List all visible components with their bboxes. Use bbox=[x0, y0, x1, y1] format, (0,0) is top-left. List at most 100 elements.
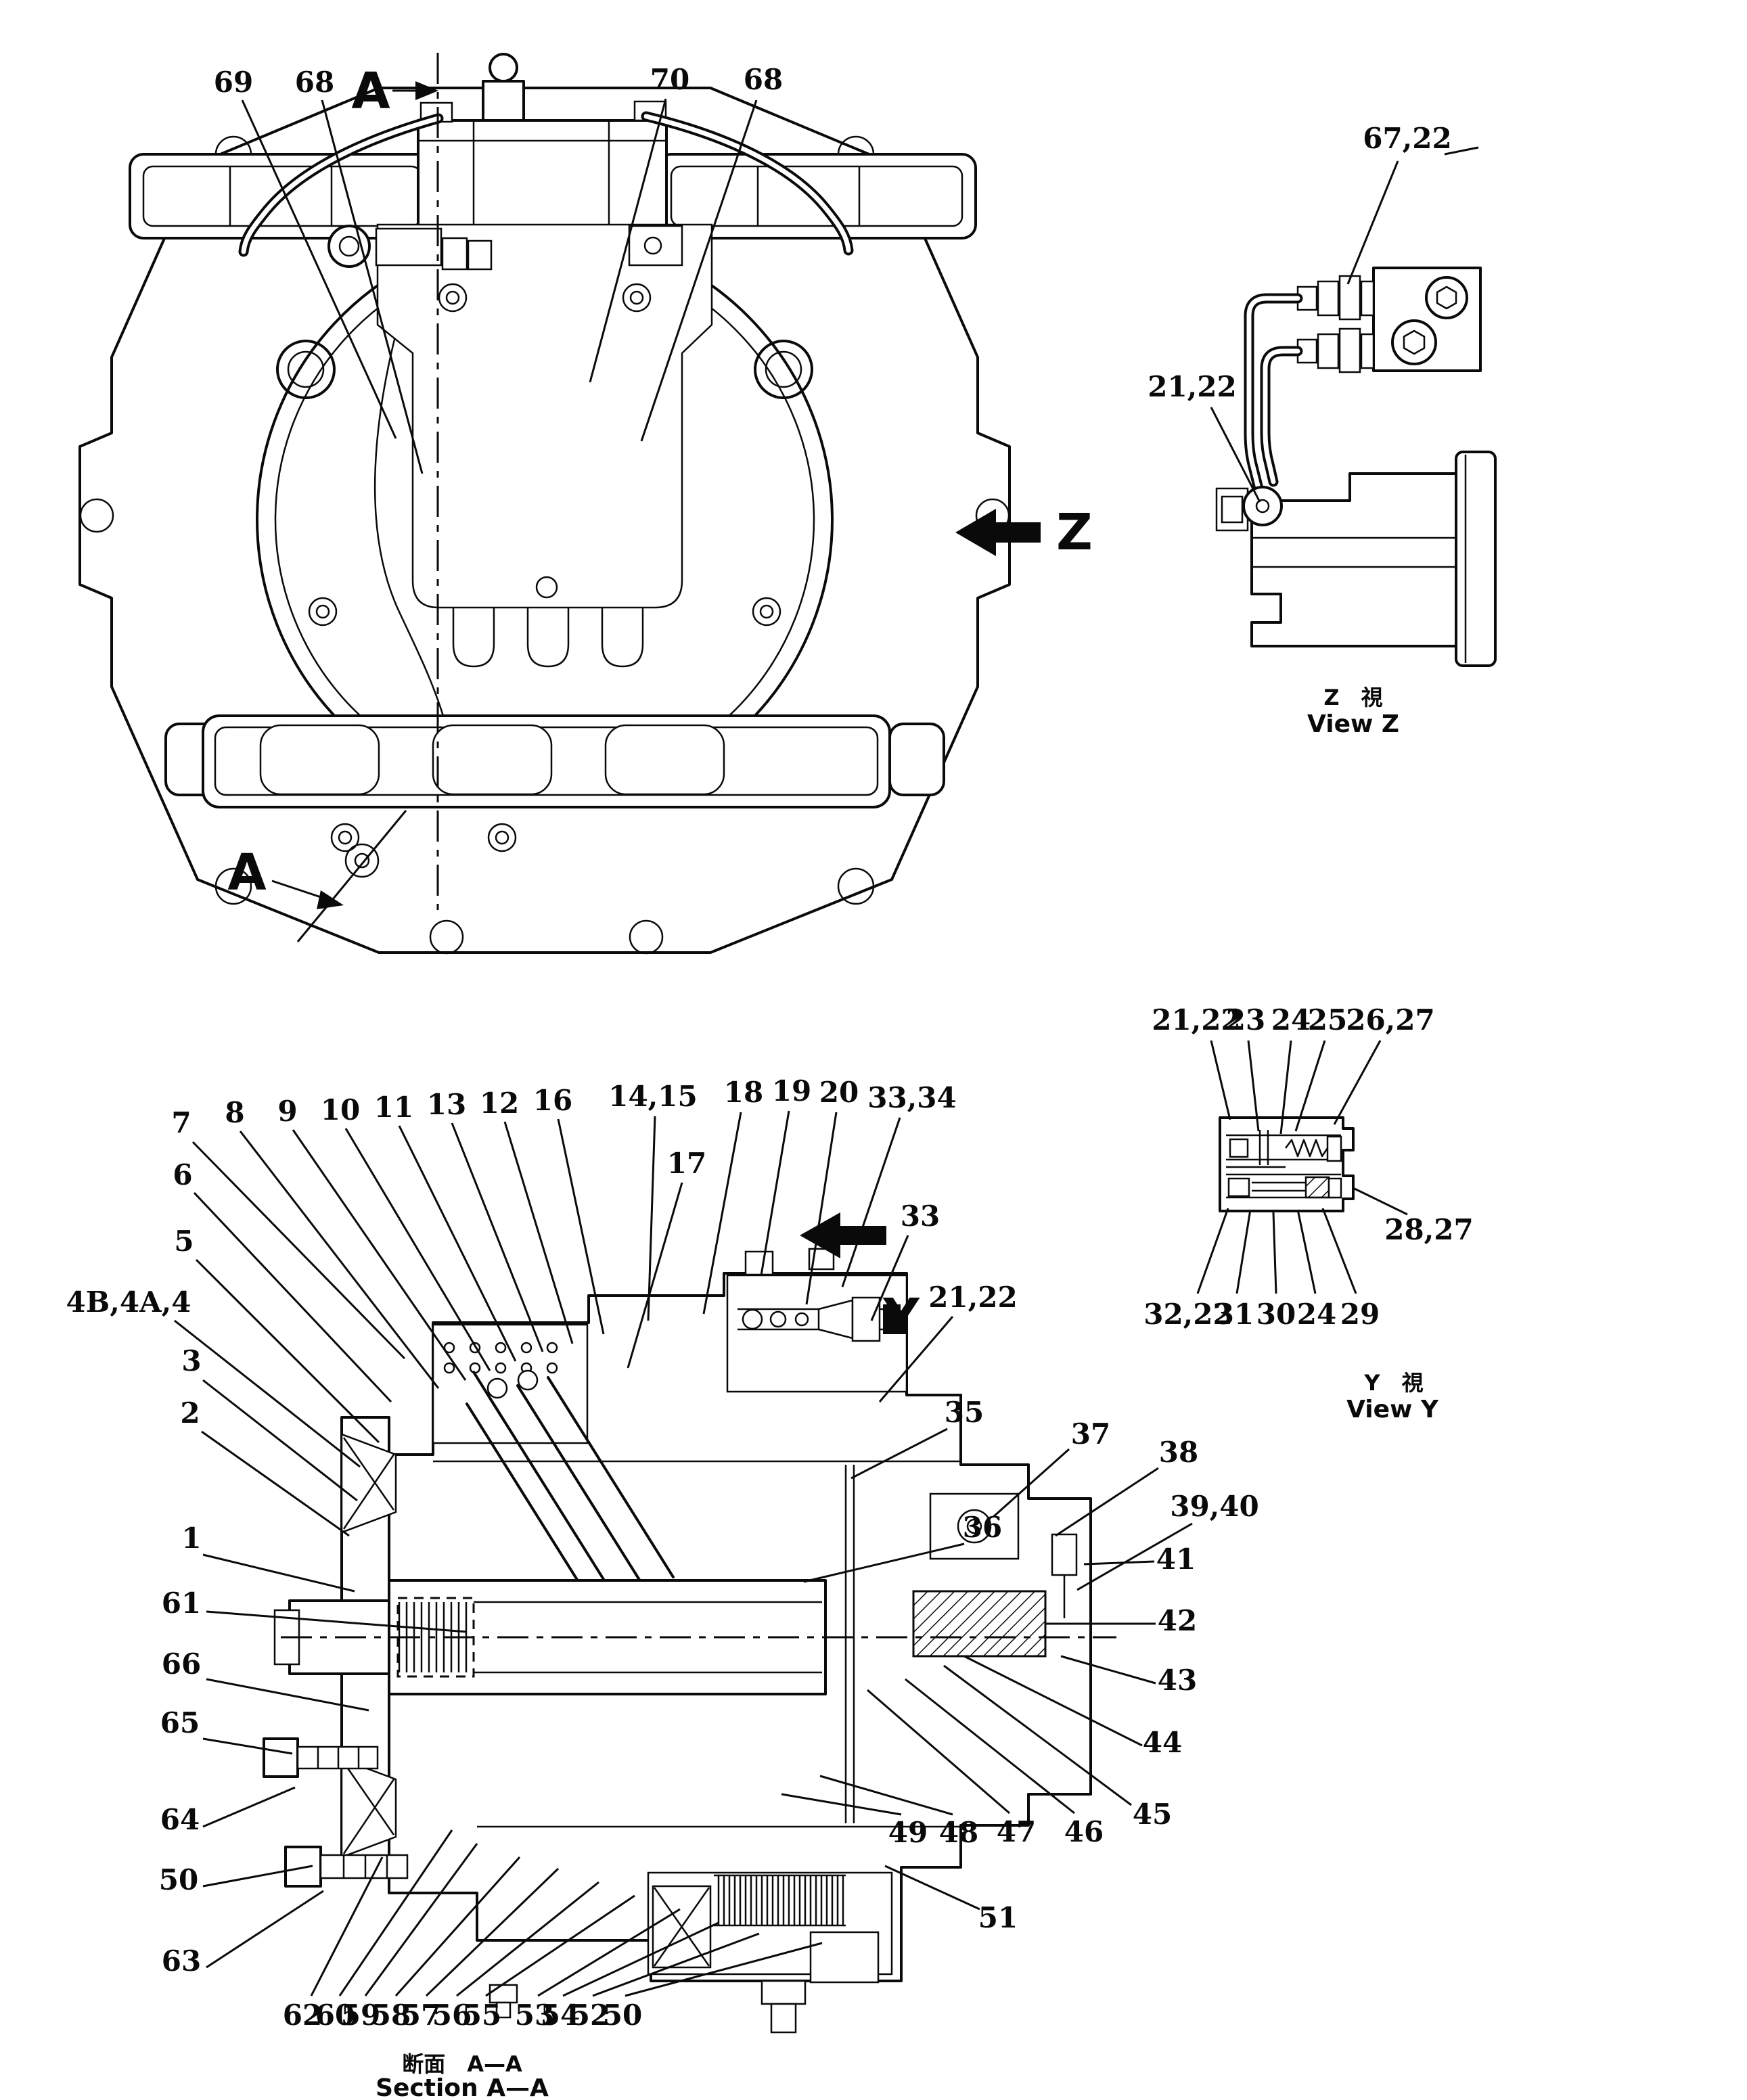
valve-groove-1 bbox=[452, 608, 495, 668]
valve-seat bbox=[883, 1304, 901, 1334]
callout-20: 20 bbox=[819, 1076, 859, 1109]
callout-62: 62 bbox=[283, 1999, 322, 2032]
lower-bore bbox=[1226, 1173, 1342, 1199]
callout-57: 57 bbox=[401, 1999, 440, 2032]
section-caption-jp: 断面 A—A bbox=[402, 2051, 522, 2077]
callout-56: 56 bbox=[432, 1999, 472, 2032]
callout-18: 18 bbox=[724, 1076, 763, 1109]
tube-fittings bbox=[1296, 275, 1375, 373]
callout-14-15: 14,15 bbox=[608, 1080, 698, 1113]
gauge-port bbox=[1242, 486, 1283, 526]
valve-plate bbox=[432, 1323, 589, 1444]
callout-64: 64 bbox=[160, 1803, 200, 1836]
callout-2: 2 bbox=[180, 1396, 200, 1430]
callout-48: 48 bbox=[939, 1816, 978, 1849]
callout-21-22: 21,22 bbox=[1152, 1003, 1241, 1036]
piston-group bbox=[466, 1369, 675, 1605]
section-caption-en: Section A—A bbox=[376, 2074, 549, 2100]
view-z-arrow-icon bbox=[955, 509, 1041, 556]
banjo-fitting bbox=[482, 80, 525, 122]
callout-32-22: 32,22 bbox=[1143, 1298, 1233, 1331]
callout-25: 25 bbox=[1308, 1003, 1347, 1036]
callout-23: 23 bbox=[1226, 1003, 1265, 1036]
callout-10: 10 bbox=[321, 1093, 360, 1126]
bolt-39-40 bbox=[1051, 1533, 1078, 1576]
callout-24: 24 bbox=[1271, 1003, 1311, 1036]
hose-fitting bbox=[375, 227, 443, 267]
callout-19: 19 bbox=[772, 1074, 811, 1108]
gear-splines bbox=[714, 1874, 846, 1927]
callout-37: 37 bbox=[1071, 1417, 1110, 1451]
callout-38: 38 bbox=[1159, 1436, 1198, 1469]
callout-42: 42 bbox=[1158, 1604, 1197, 1637]
front-view-leaders bbox=[241, 98, 758, 474]
callout-12: 12 bbox=[480, 1087, 519, 1120]
view-z-caption-jp: Z 視 bbox=[1323, 685, 1382, 710]
view-y-leaders bbox=[1196, 1040, 1408, 1294]
callout-68: 68 bbox=[295, 66, 334, 99]
callout-6: 6 bbox=[173, 1158, 192, 1191]
view-y-caption-jp: Y 視 bbox=[1363, 1370, 1423, 1396]
callout-46: 46 bbox=[1064, 1815, 1104, 1848]
callout-58: 58 bbox=[371, 1999, 411, 2032]
callout-26-27: 26,27 bbox=[1346, 1003, 1435, 1036]
callout-33-34: 33,34 bbox=[867, 1081, 957, 1114]
callout-68: 68 bbox=[744, 63, 783, 96]
callout-50: 50 bbox=[603, 1999, 642, 2032]
drain-plug bbox=[770, 2003, 797, 2034]
callout-36: 36 bbox=[963, 1511, 1002, 1544]
section-arrow-bottom-icon bbox=[317, 890, 344, 909]
callout-66: 66 bbox=[162, 1647, 201, 1681]
left-bolts bbox=[263, 1737, 409, 1888]
callout-16: 16 bbox=[533, 1084, 572, 1117]
callout-7: 7 bbox=[171, 1106, 191, 1139]
bottom-valve bbox=[809, 1931, 880, 1984]
upper-bore bbox=[1226, 1130, 1342, 1165]
callout-50: 50 bbox=[159, 1863, 198, 1896]
callout-5: 5 bbox=[174, 1225, 194, 1258]
plug-18 bbox=[744, 1250, 774, 1276]
callout-9: 9 bbox=[277, 1095, 297, 1128]
section-letter-a-bottom: A bbox=[227, 844, 266, 902]
callout-21-22: 21,22 bbox=[928, 1281, 1018, 1314]
callout-17: 17 bbox=[667, 1147, 706, 1180]
callout-59: 59 bbox=[341, 1999, 380, 2032]
callout-21-22: 21,22 bbox=[1148, 370, 1237, 403]
callout-67-22: 67,22 bbox=[1363, 122, 1452, 155]
hex-socket-1-icon bbox=[1436, 286, 1457, 310]
callout-47: 47 bbox=[997, 1815, 1036, 1848]
callout-44: 44 bbox=[1143, 1726, 1182, 1759]
callout-4B-4A-4: 4B,4A,4 bbox=[66, 1285, 191, 1319]
callout-60: 60 bbox=[315, 1999, 355, 2032]
callout-35: 35 bbox=[945, 1396, 984, 1429]
section-leaders bbox=[174, 1110, 1193, 1997]
callout-65: 65 bbox=[160, 1706, 200, 1739]
callout-70: 70 bbox=[650, 63, 689, 96]
view-z-letter: Z bbox=[1056, 503, 1093, 562]
motor-side-profile bbox=[1250, 472, 1457, 647]
section-letter-a-top: A bbox=[351, 62, 390, 120]
mount-plate bbox=[1455, 451, 1497, 667]
callout-31: 31 bbox=[1215, 1298, 1254, 1331]
callout-24: 24 bbox=[1297, 1298, 1336, 1331]
callout-49: 49 bbox=[888, 1816, 928, 1849]
callout-63: 63 bbox=[162, 1944, 201, 1978]
callout-52: 52 bbox=[570, 1999, 610, 2032]
section-a-a: Y bbox=[66, 1074, 1258, 2100]
callout-61: 61 bbox=[162, 1587, 201, 1620]
view-y-caption-en: View Y bbox=[1346, 1396, 1439, 1423]
callout-3: 3 bbox=[181, 1344, 201, 1377]
banjo-eye bbox=[327, 225, 371, 268]
section-arrow-top-icon bbox=[415, 81, 438, 100]
callout-8: 8 bbox=[225, 1096, 244, 1129]
callout-28-27: 28,27 bbox=[1384, 1213, 1474, 1246]
drain-plug-body bbox=[761, 1980, 807, 2005]
callout-30: 30 bbox=[1256, 1298, 1296, 1331]
callout-55: 55 bbox=[462, 1999, 501, 2032]
elbow-fitting bbox=[628, 225, 683, 267]
hex-socket-2-icon bbox=[1403, 329, 1426, 355]
callout-29: 29 bbox=[1340, 1298, 1380, 1331]
callout-53: 53 bbox=[515, 1999, 554, 2032]
